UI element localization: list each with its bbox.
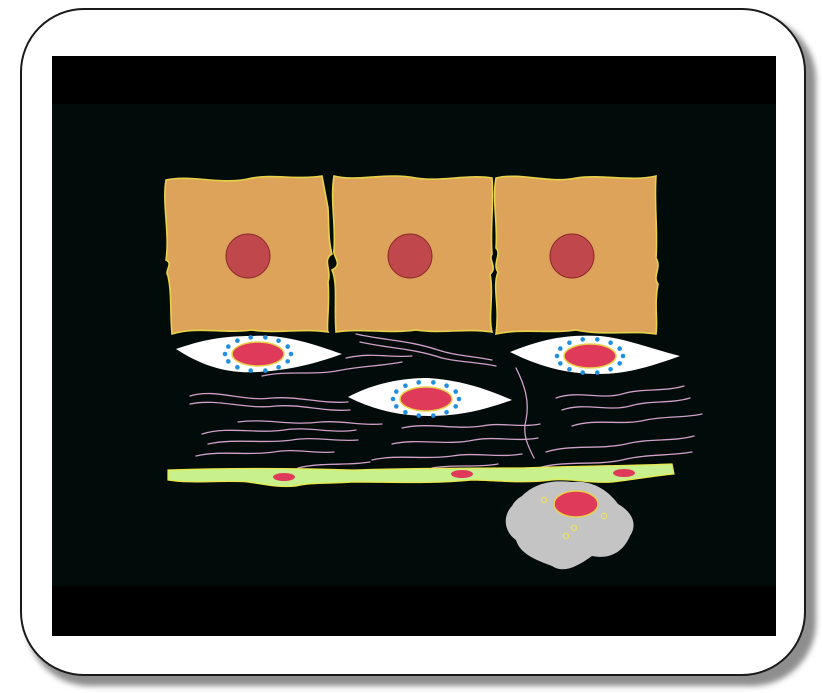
granule-dot	[621, 354, 626, 359]
round-cell	[506, 481, 634, 569]
granule-dot	[248, 335, 253, 340]
granule-dot	[580, 337, 585, 342]
collagen-fiber	[298, 462, 370, 468]
fibroblast-nucleus	[564, 344, 616, 368]
granule-dot	[617, 361, 622, 366]
granule-dot	[555, 354, 560, 359]
granule-dot	[391, 397, 396, 402]
granule-dot	[276, 365, 281, 370]
granule-dot	[416, 413, 421, 418]
fibroblast-nucleus	[232, 342, 284, 366]
granule-dot	[457, 397, 462, 402]
granule-dot	[595, 337, 600, 342]
granule-dot	[235, 338, 240, 343]
granule-dot	[226, 359, 231, 364]
round-cell-nucleus	[554, 491, 598, 517]
granule-dot	[394, 389, 399, 394]
collagen-fiber	[356, 334, 492, 360]
granule-dot	[608, 367, 613, 372]
granule-dot	[453, 404, 458, 409]
collagen-fiber	[392, 438, 538, 444]
round-cell-granule	[563, 533, 568, 538]
granule-dot	[403, 410, 408, 415]
epithelial-cell-layer	[165, 176, 658, 334]
top-letterbox-band	[52, 56, 776, 104]
basement-strip	[168, 464, 674, 487]
granule-dot	[263, 368, 268, 373]
round-cell-granule	[541, 497, 546, 502]
basement-nucleus	[613, 469, 635, 477]
basement-layer	[168, 464, 674, 487]
collagen-fiber	[432, 464, 498, 468]
epithelial-nucleus	[388, 234, 432, 278]
granule-dot	[595, 370, 600, 375]
granule-dot	[289, 352, 294, 357]
granule-dot	[276, 338, 281, 343]
granule-dot	[431, 413, 436, 418]
granule-dot	[558, 361, 563, 366]
collagen-fiber	[202, 429, 356, 434]
collagen-fiber	[572, 414, 702, 426]
slide-screen	[52, 56, 776, 636]
collagen-fiber	[372, 454, 522, 460]
granule-dot	[416, 380, 421, 385]
basement-nucleus	[451, 470, 473, 478]
tissue-diagram-stage	[52, 104, 776, 586]
collagen-fiber	[190, 402, 350, 410]
collagen-fiber	[546, 436, 694, 452]
collagen-fiber	[208, 439, 358, 444]
collagen-fiber	[346, 355, 412, 358]
basement-nucleus	[273, 473, 295, 481]
granule-dot	[285, 344, 290, 349]
fibroblast-nucleus	[400, 387, 452, 411]
granule-dot	[403, 383, 408, 388]
collagen-fiber	[556, 386, 684, 398]
granule-dot	[263, 335, 268, 340]
collagen-fiber	[360, 342, 496, 366]
granule-dot	[608, 340, 613, 345]
granule-dot	[394, 404, 399, 409]
collagen-fiber	[190, 393, 348, 402]
granule-dot	[567, 367, 572, 372]
granule-dot	[444, 383, 449, 388]
epithelial-nucleus	[226, 234, 270, 278]
round-cell-granule	[571, 525, 576, 530]
round-cell-granule	[601, 513, 606, 518]
collagen-fiber	[516, 368, 534, 458]
collagen-fiber	[402, 424, 540, 428]
granule-dot	[617, 346, 622, 351]
granule-dot	[444, 410, 449, 415]
granule-dot	[223, 352, 228, 357]
collagen-fiber	[238, 421, 382, 425]
bottom-letterbox-band	[52, 586, 776, 636]
granule-dot	[567, 340, 572, 345]
granule-dot	[248, 368, 253, 373]
collagen-fiber	[562, 398, 690, 410]
collagen-fiber	[196, 451, 334, 456]
granule-dot	[558, 346, 563, 351]
epithelial-nucleus	[550, 234, 594, 278]
granule-dot	[431, 380, 436, 385]
granule-dot	[226, 344, 231, 349]
granule-dot	[235, 365, 240, 370]
granule-dot	[453, 389, 458, 394]
tissue-diagram	[52, 104, 776, 586]
granule-dot	[285, 359, 290, 364]
granule-dot	[580, 370, 585, 375]
